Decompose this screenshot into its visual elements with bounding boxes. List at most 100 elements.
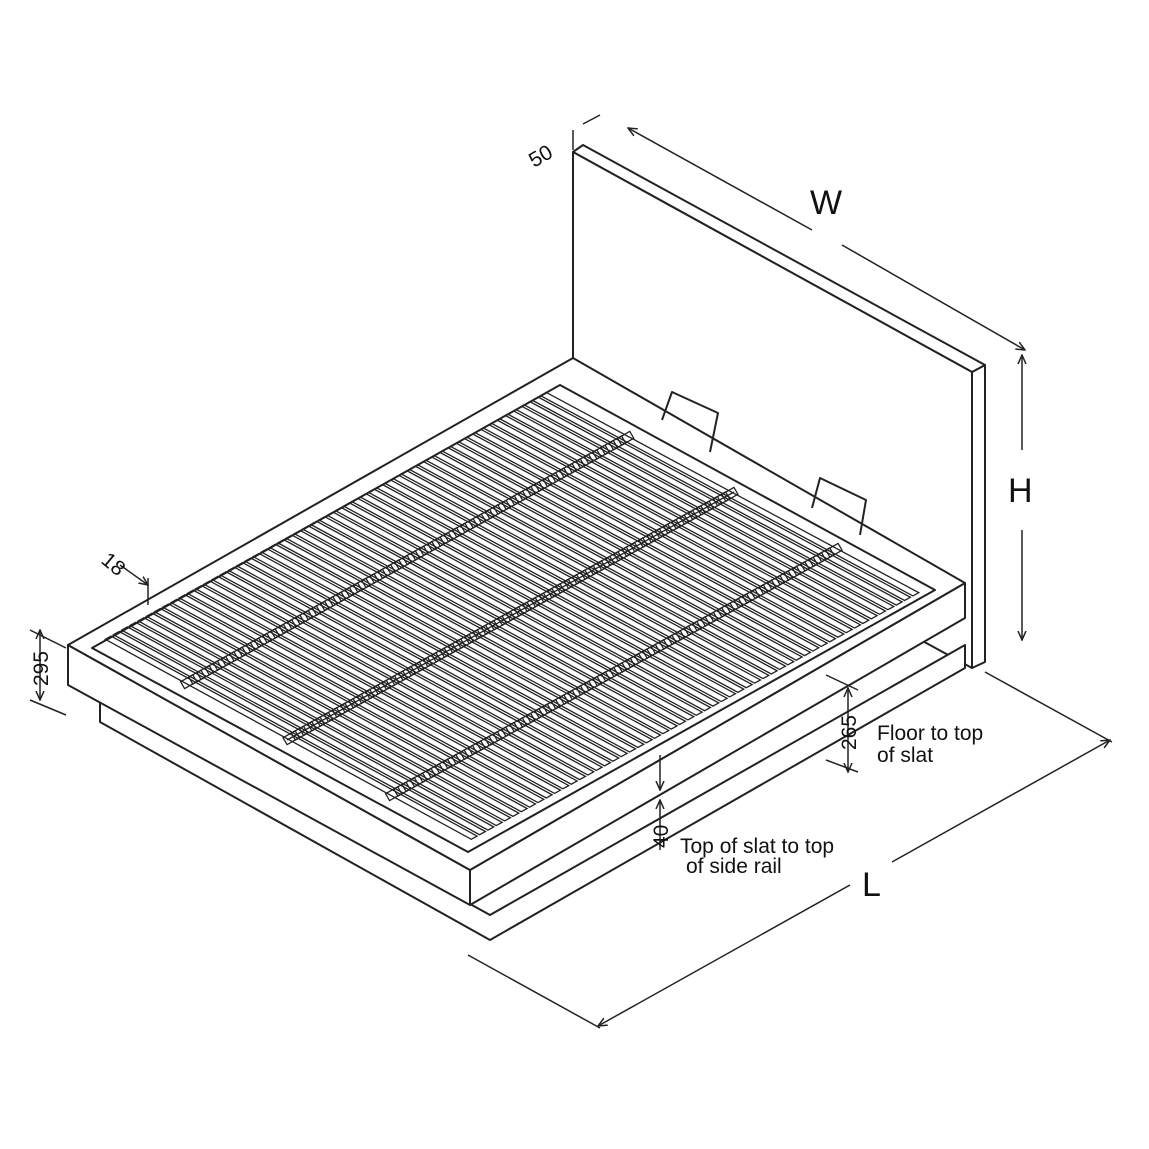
slat-holder [492, 726, 511, 742]
slat-holder [434, 758, 453, 775]
slat-holder [542, 698, 561, 715]
slat [457, 437, 837, 643]
slat-holder [377, 563, 396, 580]
slat-holder [460, 517, 478, 534]
headboard-side [971, 364, 986, 669]
slat [482, 424, 862, 629]
slat [317, 515, 696, 721]
slat [292, 529, 671, 735]
length-label: L [862, 866, 881, 904]
slat [218, 571, 596, 776]
slat [531, 396, 912, 602]
floor-to-slat-note-1: Floor to top [877, 722, 983, 745]
slat-holder [583, 448, 602, 465]
slat [498, 414, 879, 620]
slat-to-rail-note-2: of side rail [686, 855, 782, 878]
slat-holder [766, 574, 785, 591]
slat-holder [501, 494, 520, 511]
slat [260, 548, 637, 753]
slat [325, 511, 704, 717]
slat-holder [525, 707, 544, 724]
slat-holder [467, 739, 486, 756]
slat-holder [212, 655, 231, 672]
height-label: H [1008, 472, 1033, 510]
slat-holder [187, 669, 206, 685]
slat-holder [750, 583, 769, 600]
frame-height-extension [29, 629, 67, 649]
slat-holder [775, 569, 794, 586]
slat-holder [410, 545, 429, 561]
slat [194, 584, 571, 790]
slat-holder [667, 629, 686, 646]
width-dimension-line [628, 128, 813, 231]
slat [268, 543, 646, 749]
slat-holder [816, 547, 835, 563]
slat-holder [501, 721, 519, 738]
slat-holder [270, 623, 289, 640]
slat-holder [559, 462, 577, 479]
slat-holder [402, 549, 421, 566]
slat-holder [451, 522, 470, 539]
slat-holder [253, 632, 272, 649]
slat-holder [392, 781, 411, 797]
slat [366, 488, 746, 694]
slat-holder [658, 634, 677, 651]
slat-holder [550, 467, 569, 483]
slat [235, 561, 612, 767]
slat-holder [427, 536, 445, 552]
length-dimension-line [598, 884, 851, 1026]
slat-holder [229, 646, 248, 663]
slat-holder [783, 565, 802, 582]
slat-holder [534, 703, 553, 719]
slat-holder [592, 444, 610, 460]
headboard-thickness-tick [582, 114, 601, 125]
floor-to-slat-label: 265 [838, 715, 861, 750]
slat-holder [692, 615, 711, 632]
handle-left [661, 391, 719, 453]
slat [334, 506, 712, 712]
slat-holder [733, 592, 752, 609]
slat-holder [725, 597, 744, 614]
slat-holder [295, 609, 314, 626]
slat [128, 621, 504, 827]
slat-holder [442, 753, 461, 770]
slat [449, 442, 829, 648]
slat [506, 410, 887, 616]
slat [136, 616, 512, 822]
slat [440, 447, 821, 652]
slat-holder [534, 476, 553, 493]
slat-to-rail-note-1: Top of slat to top [680, 835, 834, 858]
slat-holder [443, 526, 462, 543]
slat-holder [509, 490, 528, 506]
frame-height-label: 295 [30, 651, 53, 686]
slat-holder [311, 600, 330, 617]
handle-right [811, 477, 867, 536]
slat-holder [237, 641, 256, 658]
slat [153, 607, 529, 813]
slat-holder [509, 716, 528, 733]
slat-holder [409, 772, 428, 788]
slat [161, 603, 537, 808]
slat [144, 612, 521, 818]
slat [210, 575, 587, 781]
slat-holder [344, 581, 363, 598]
slat-holder [484, 730, 503, 747]
slat-holder [245, 637, 264, 653]
slat [399, 470, 779, 675]
width-label: W [810, 184, 842, 222]
slat-holder [352, 577, 371, 594]
slat [523, 401, 904, 606]
slat-holder [650, 638, 669, 655]
slat [539, 391, 921, 597]
slat-holder [385, 559, 404, 575]
slat-holder [451, 749, 470, 765]
slat [375, 483, 754, 689]
slat-holder [708, 606, 727, 623]
slat-holder [369, 568, 388, 584]
slat-holder [542, 471, 561, 488]
slat-holder [592, 671, 611, 687]
slat [391, 474, 771, 680]
slat-holder [825, 542, 843, 559]
slat [177, 594, 554, 799]
